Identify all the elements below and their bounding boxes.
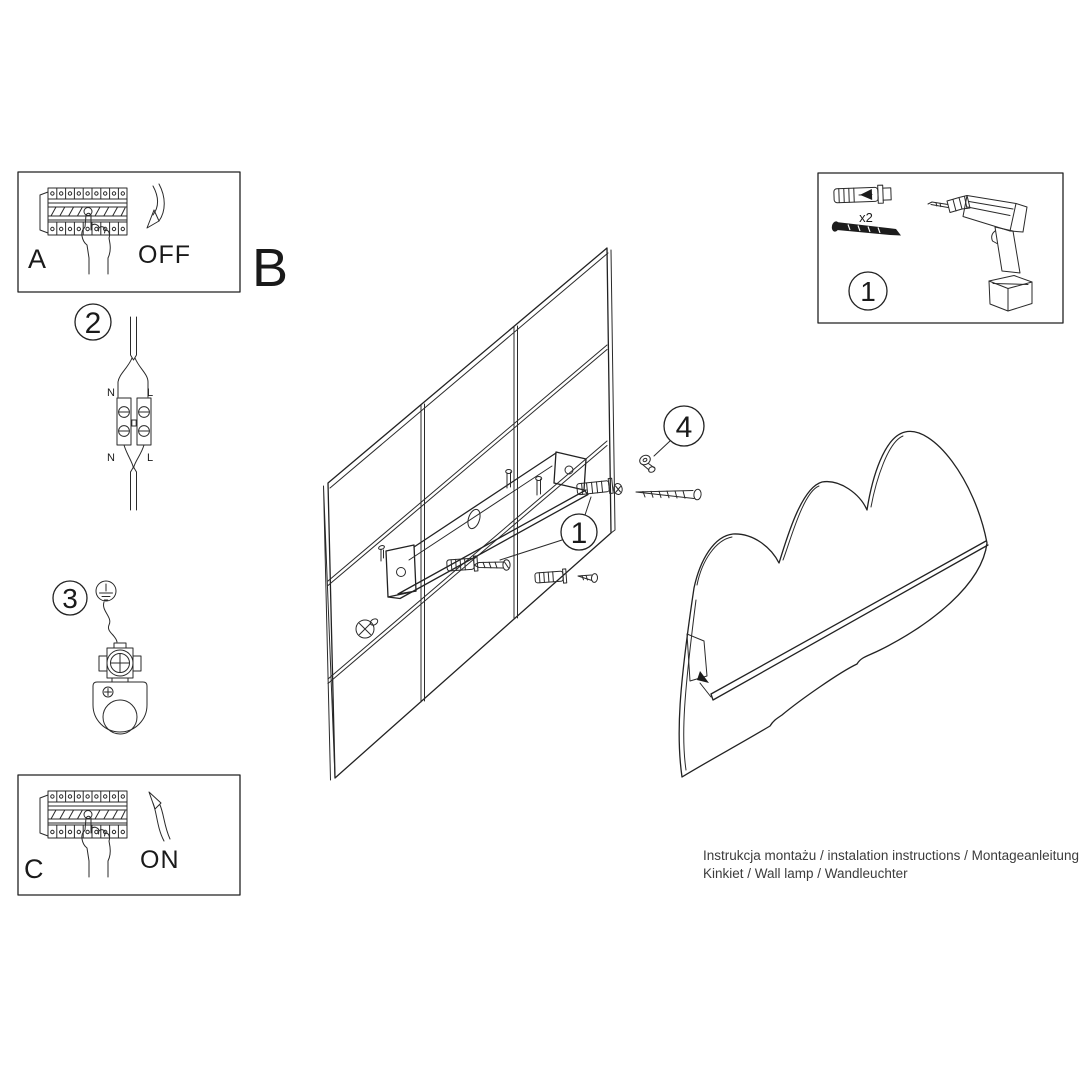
box-c-border [18,775,240,895]
wall-plug-icon [535,569,567,585]
wire-n-top-label: N [107,387,115,399]
screw-icon [636,489,702,500]
wall-screw-icon [356,618,379,638]
wire-l-bottom-label: L [147,452,153,464]
screw-head-icon [613,483,623,495]
step2-number: 2 [85,307,102,340]
panel-c-label: C [24,854,44,884]
bracket-pin-icon [506,470,542,496]
lamp-base-icon [93,678,147,734]
wall-panel [324,248,616,780]
cable-icon [124,445,144,510]
off-label: OFF [138,241,191,269]
terminal-block-icon [117,398,151,445]
panel-b-label: B [252,238,288,298]
parts-badge-circle [849,272,887,310]
footer-line1: Instrukcja montażu / instalation instruc… [703,848,1079,863]
parts-box-number: 1 [860,276,876,307]
earth-wire [104,602,117,642]
parts-box-border [818,173,1063,323]
arrow-up-icon [149,792,170,841]
ground-symbol-icon [96,581,116,601]
quantity-label: x2 [859,210,873,225]
step3-number: 3 [62,583,78,614]
wall-plug-icon [576,478,613,497]
callout-4-number: 4 [676,411,693,444]
lamp-bracket-tab [687,634,709,683]
callout-part4 [654,406,704,456]
cable-hole [466,508,483,530]
parts-box [818,173,1063,323]
wall-plug-icon [834,185,892,205]
screw-icon [831,221,901,236]
wire-n-bottom-label: N [107,452,115,464]
callout-part1 [500,497,597,560]
earth-terminal-icon [99,643,141,678]
step2-badge-circle [75,304,111,340]
box-a-border [18,172,240,292]
footer-line2: Kinkiet / Wall lamp / Wandleuchter [703,866,908,881]
drill-icon [928,196,1032,312]
power-on-panel [18,775,240,895]
wall-plug-screw-set [446,453,701,585]
mounting-bracket [378,452,588,599]
panel-a-label: A [28,244,46,274]
earthing-step [53,581,147,734]
wire-l-top-label: L [147,387,153,399]
power-off-panel [18,172,240,292]
wiring-step [75,304,151,510]
screw-icon [474,560,510,570]
step3-badge-circle [53,581,87,615]
callout-1-number: 1 [571,517,588,550]
screw-icon [578,573,598,582]
arrow-down-icon [147,184,164,228]
small-screw-icon [638,453,656,473]
cloud-lamp-shade [679,431,988,777]
on-label: ON [140,846,180,874]
cable-icon [118,317,148,397]
